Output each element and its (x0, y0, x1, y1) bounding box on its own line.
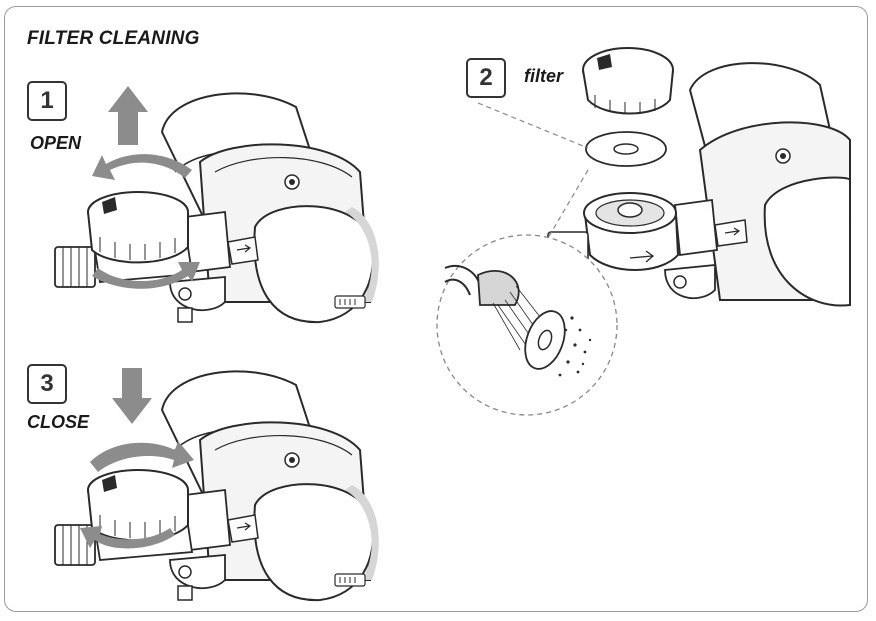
leader-line (477, 102, 589, 149)
step-1-number: 1 (40, 87, 54, 114)
rotate-left-arrow-icon (80, 526, 175, 549)
step-3-badge: 3 (27, 364, 67, 404)
step-2-badge: 2 (466, 58, 506, 98)
step-2-number: 2 (479, 64, 493, 91)
page-title: FILTER CLEANING (27, 28, 200, 49)
pump-step-2 (547, 47, 852, 307)
filter-wash-detail (436, 234, 618, 416)
leader-line (547, 169, 589, 239)
rotate-left-arrow-icon (92, 154, 192, 180)
rotate-right-arrow-icon (92, 262, 200, 289)
up-arrow-icon (108, 86, 148, 145)
step-3-label: CLOSE (27, 412, 90, 432)
pump-step-1 (54, 92, 380, 324)
rotate-right-arrow-icon (90, 441, 194, 472)
step-3-number: 3 (40, 370, 54, 397)
pump-step-3 (54, 370, 380, 602)
down-arrow-icon (112, 368, 152, 424)
step-2-label: filter (524, 66, 564, 86)
step-1-badge: 1 (27, 81, 67, 121)
step-1-label: OPEN (30, 133, 82, 153)
